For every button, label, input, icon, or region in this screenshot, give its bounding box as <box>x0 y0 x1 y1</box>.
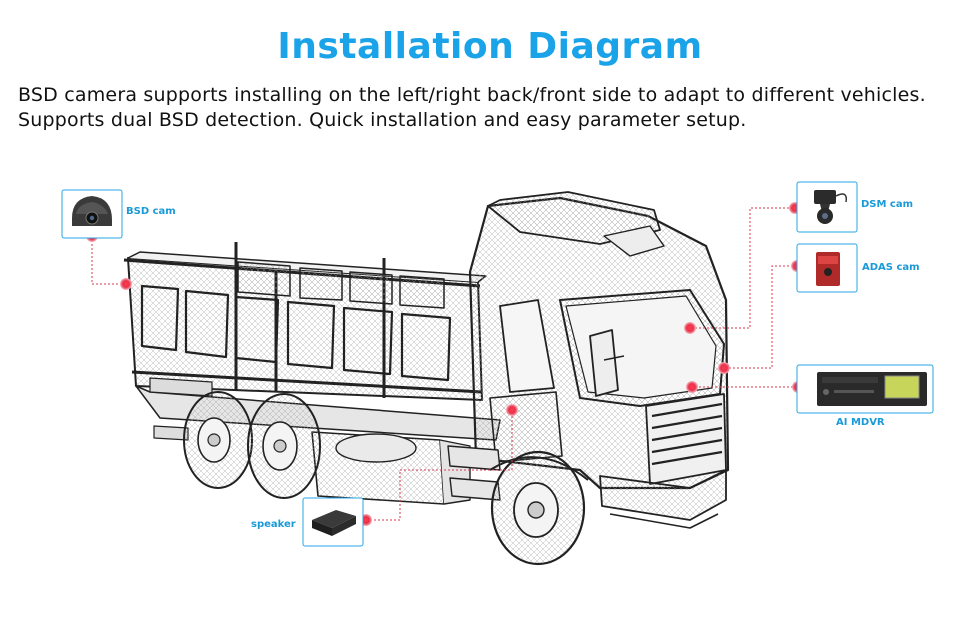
marker-bsd-truck <box>120 278 132 290</box>
front-wheel <box>489 450 589 566</box>
marker-speaker-truck <box>506 404 518 416</box>
bsd-cam-label: BSD cam <box>126 206 176 217</box>
marker-adas-truck <box>718 362 730 374</box>
adas-cam-thumbnail <box>796 243 858 293</box>
marker-mdvr-truck <box>686 381 698 393</box>
dump-body <box>123 242 487 401</box>
truck-illustration <box>123 191 730 566</box>
description-line-2: Supports dual BSD detection. Quick insta… <box>18 109 747 131</box>
ai-mdvr-thumbnail <box>796 364 934 414</box>
bsd-cam-thumbnail <box>61 189 123 239</box>
description-line-1: BSD camera supports installing on the le… <box>18 84 926 106</box>
marker-dsm-truck <box>684 322 696 334</box>
dsm-cam-label: DSM cam <box>861 199 914 210</box>
ai-mdvr-label: AI MDVR <box>836 417 885 428</box>
page-title: Installation Diagram <box>277 26 703 67</box>
cab <box>447 191 730 529</box>
speaker-thumbnail <box>302 497 364 547</box>
speaker-label: speaker <box>251 519 296 530</box>
fuel-tank <box>311 431 471 505</box>
dsm-cam-thumbnail <box>796 181 858 233</box>
leader-lines <box>91 207 797 521</box>
adas-cam-label: ADAS cam <box>862 262 920 273</box>
rear-wheels <box>183 391 321 499</box>
